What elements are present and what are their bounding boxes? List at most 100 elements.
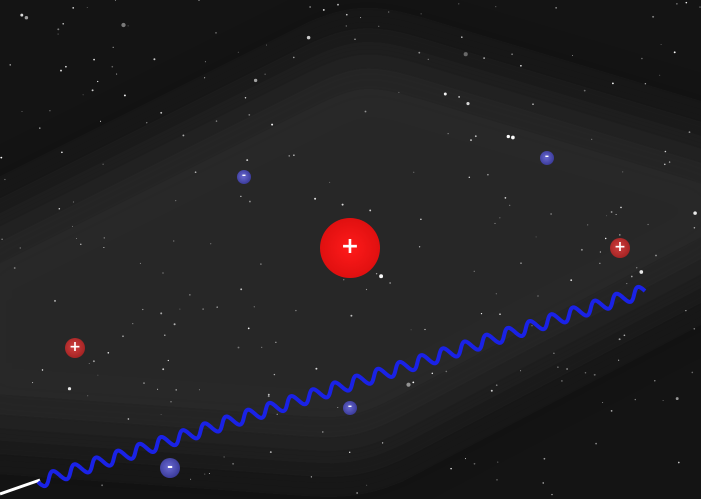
star (190, 478, 192, 480)
star (675, 397, 679, 401)
star (615, 214, 617, 215)
star (612, 82, 614, 85)
star (647, 223, 649, 226)
star (504, 197, 507, 199)
star (306, 35, 311, 40)
star (215, 120, 218, 122)
star (121, 22, 126, 28)
star (253, 306, 255, 308)
star (173, 240, 175, 242)
star (388, 11, 390, 13)
star (364, 110, 367, 113)
star (122, 335, 124, 338)
star (61, 151, 63, 154)
star (584, 372, 587, 374)
star (375, 273, 378, 275)
star (406, 382, 411, 387)
star (24, 15, 29, 20)
star (58, 208, 61, 210)
star (693, 211, 697, 215)
star (204, 77, 206, 79)
star (164, 334, 166, 337)
star (273, 373, 276, 376)
star (253, 78, 258, 83)
star (354, 38, 356, 40)
star (102, 163, 104, 165)
star (499, 217, 501, 219)
star (360, 17, 362, 19)
star (162, 272, 164, 274)
star (215, 32, 217, 34)
star (232, 462, 235, 465)
star (314, 197, 317, 200)
star (345, 25, 347, 27)
star (420, 218, 422, 221)
star (194, 171, 197, 174)
star (634, 398, 636, 401)
star (32, 382, 34, 384)
star (587, 224, 589, 226)
star (571, 54, 573, 56)
star (88, 363, 90, 364)
star (123, 94, 126, 97)
star (495, 6, 497, 8)
star (655, 254, 657, 257)
electron-particle: - (160, 458, 180, 478)
star (142, 308, 144, 311)
star (466, 102, 470, 106)
star (685, 1, 688, 4)
star (337, 406, 339, 408)
star (341, 203, 344, 206)
star (57, 33, 59, 35)
star (343, 279, 345, 281)
star (293, 154, 295, 156)
star (410, 329, 412, 331)
star (418, 51, 421, 54)
star (468, 176, 471, 179)
star (82, 94, 84, 96)
photon-wave (36, 284, 647, 489)
star (461, 36, 463, 38)
star (329, 181, 331, 183)
star (381, 442, 384, 444)
star (520, 64, 522, 67)
star (619, 234, 621, 236)
star (662, 400, 664, 401)
star (71, 225, 73, 227)
star (599, 251, 602, 253)
star (604, 237, 607, 240)
star (445, 370, 448, 373)
star (143, 382, 145, 384)
star (591, 138, 593, 140)
star (86, 7, 88, 9)
star (269, 451, 272, 454)
star (21, 111, 23, 112)
star (97, 80, 99, 83)
star (170, 401, 172, 403)
star (509, 204, 511, 206)
star (75, 238, 77, 239)
star (240, 288, 243, 291)
star (566, 368, 569, 370)
star (13, 267, 16, 269)
star (664, 150, 667, 153)
star (537, 295, 539, 297)
star (464, 458, 467, 460)
star (495, 293, 497, 295)
star (473, 462, 476, 465)
star (602, 402, 604, 403)
star (617, 359, 620, 361)
star (116, 73, 118, 75)
star (315, 367, 318, 370)
star (173, 323, 176, 326)
star (369, 209, 372, 212)
star (557, 366, 559, 368)
star (267, 395, 270, 398)
star (175, 389, 177, 391)
star (443, 92, 447, 96)
star (693, 226, 696, 229)
star (483, 57, 485, 59)
star (132, 323, 134, 325)
star (418, 246, 421, 248)
